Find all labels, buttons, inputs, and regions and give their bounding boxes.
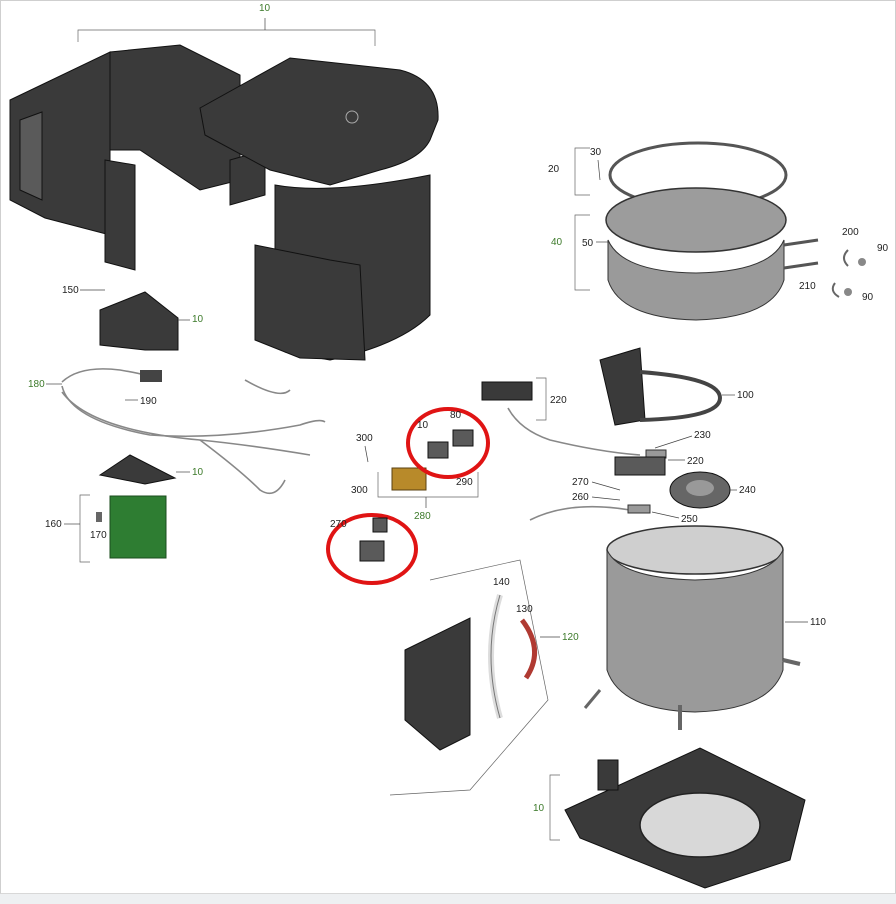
outer-shell-body xyxy=(606,549,784,713)
side-bracket xyxy=(104,159,136,271)
wiring-harness: 180 190 xyxy=(28,368,326,495)
gas-valve-group: 300 300 290 280 xyxy=(351,433,479,522)
label-40: 40 xyxy=(551,237,563,248)
label-170: 170 xyxy=(90,530,107,541)
label-130: 130 xyxy=(516,604,533,615)
label-220b: 220 xyxy=(687,456,704,467)
label-300a: 300 xyxy=(356,433,373,444)
support-bracket xyxy=(599,347,646,426)
top-lid xyxy=(199,57,439,186)
label-290: 290 xyxy=(456,477,473,488)
burner-red-handle xyxy=(519,618,538,680)
label-210: 210 xyxy=(799,281,816,292)
red-highlight-ring-upper xyxy=(406,407,490,479)
pot-support: 100 xyxy=(599,347,754,426)
label-220a: 220 xyxy=(550,395,567,406)
circuit-board xyxy=(109,495,167,559)
circuit-board-group: 160 170 xyxy=(45,494,167,563)
gas-valve xyxy=(391,467,427,491)
top-housing-assembly: 10 xyxy=(9,3,439,361)
label-150: 150 xyxy=(62,285,79,296)
handle-group: 140 130 120 xyxy=(389,559,579,796)
burner-manifold xyxy=(614,456,666,476)
label-50: 50 xyxy=(582,238,594,249)
label-120: 120 xyxy=(562,632,579,643)
burner-group: 230 220 270 260 240 250 xyxy=(529,430,756,525)
label-10-bottom: 10 xyxy=(533,803,545,814)
window-bottom-strip xyxy=(0,894,896,904)
label-10-tri: 10 xyxy=(192,467,204,478)
highlighted-bracket-upper: 10 80 xyxy=(406,407,490,479)
top-control-housing: 150 10 xyxy=(62,285,204,351)
label-260: 260 xyxy=(572,492,589,503)
highlighted-bracket-lower: 270 xyxy=(326,513,418,585)
label-190: 190 xyxy=(140,396,157,407)
thermocouple xyxy=(627,504,651,514)
label-30: 30 xyxy=(590,147,602,158)
ignition-module-box xyxy=(481,381,533,401)
ignition-module: 220 xyxy=(481,377,641,456)
label-80: 80 xyxy=(450,410,462,421)
triangle-cover xyxy=(98,454,177,485)
label-240: 240 xyxy=(739,485,756,496)
label-110: 110 xyxy=(810,617,826,628)
label-160: 160 xyxy=(45,519,62,530)
label-90b: 90 xyxy=(862,292,874,303)
label-90a: 90 xyxy=(877,243,889,254)
label-270: 270 xyxy=(572,477,589,488)
label-140: 140 xyxy=(493,577,510,588)
label-180: 180 xyxy=(28,379,45,390)
handle-housing xyxy=(404,617,471,751)
label-270-left: 270 xyxy=(330,519,347,530)
label-230: 230 xyxy=(694,430,711,441)
pot-assembly: 20 30 40 50 200 90 210 90 xyxy=(548,141,889,321)
red-highlight-ring-lower xyxy=(326,513,418,585)
pot-body xyxy=(607,239,785,321)
base-plate: 10 xyxy=(533,747,806,889)
label-20: 20 xyxy=(548,164,560,175)
label-250: 250 xyxy=(681,514,698,525)
label-10-mid: 10 xyxy=(192,314,204,325)
outer-shell: 110 xyxy=(583,525,826,730)
label-200: 200 xyxy=(842,227,859,238)
label-300b: 300 xyxy=(351,485,368,496)
label-100: 100 xyxy=(737,390,754,401)
pot-lid xyxy=(605,187,787,253)
label-280: 280 xyxy=(414,511,431,522)
label-10-top: 10 xyxy=(259,3,271,14)
control-housing xyxy=(99,291,179,351)
label-10-ring: 10 xyxy=(417,420,429,431)
triangle-housing: 10 xyxy=(98,454,204,485)
